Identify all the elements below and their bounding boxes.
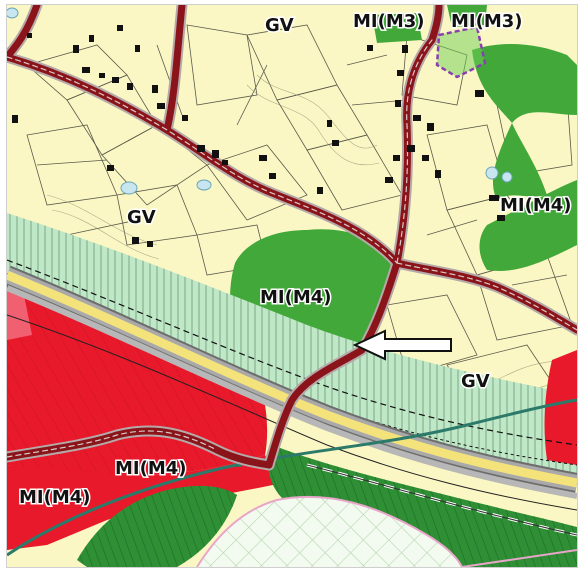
- highway: [7, 265, 577, 499]
- pink-boundary-line: [196, 495, 577, 567]
- purple-boundary: [435, 25, 487, 79]
- teal-line: [7, 398, 577, 557]
- green-zones-upper: [372, 5, 577, 271]
- map-canvas: GV MI(M3) MI(M3) GV MI(M4) MI(M4) GV MI(…: [7, 5, 577, 567]
- green-zone-bottom-left-hatch: [77, 485, 237, 567]
- label-mi-m3-right: MI(M3): [451, 11, 523, 32]
- zoning-map: GV MI(M3) MI(M3) GV MI(M4) MI(M4) GV MI(…: [6, 4, 578, 568]
- arrow-left-outline-icon: [352, 329, 452, 361]
- label-gv-top: GV: [265, 15, 294, 36]
- red-zone-left-edge: [7, 285, 32, 340]
- hatched-green-belt-pattern: [7, 213, 577, 475]
- red-zone-left-lines: [7, 273, 268, 475]
- label-mi-m3-left: MI(M3): [353, 11, 425, 32]
- label-gv-left: GV: [127, 207, 156, 228]
- label-mi-m4-right: MI(M4): [500, 195, 572, 216]
- main-roads: [7, 5, 577, 471]
- label-mi-m4-center: MI(M4): [260, 287, 332, 308]
- label-mi-m4-bottom-mid: MI(M4): [115, 458, 187, 479]
- small-ponds: [7, 7, 513, 195]
- red-zone-right: [544, 350, 577, 465]
- lattice-zone-bottom: [197, 496, 462, 567]
- label-mi-m4-bottom-left: MI(M4): [19, 487, 91, 508]
- label-gv-right: GV: [461, 371, 490, 392]
- buildings: [12, 25, 505, 247]
